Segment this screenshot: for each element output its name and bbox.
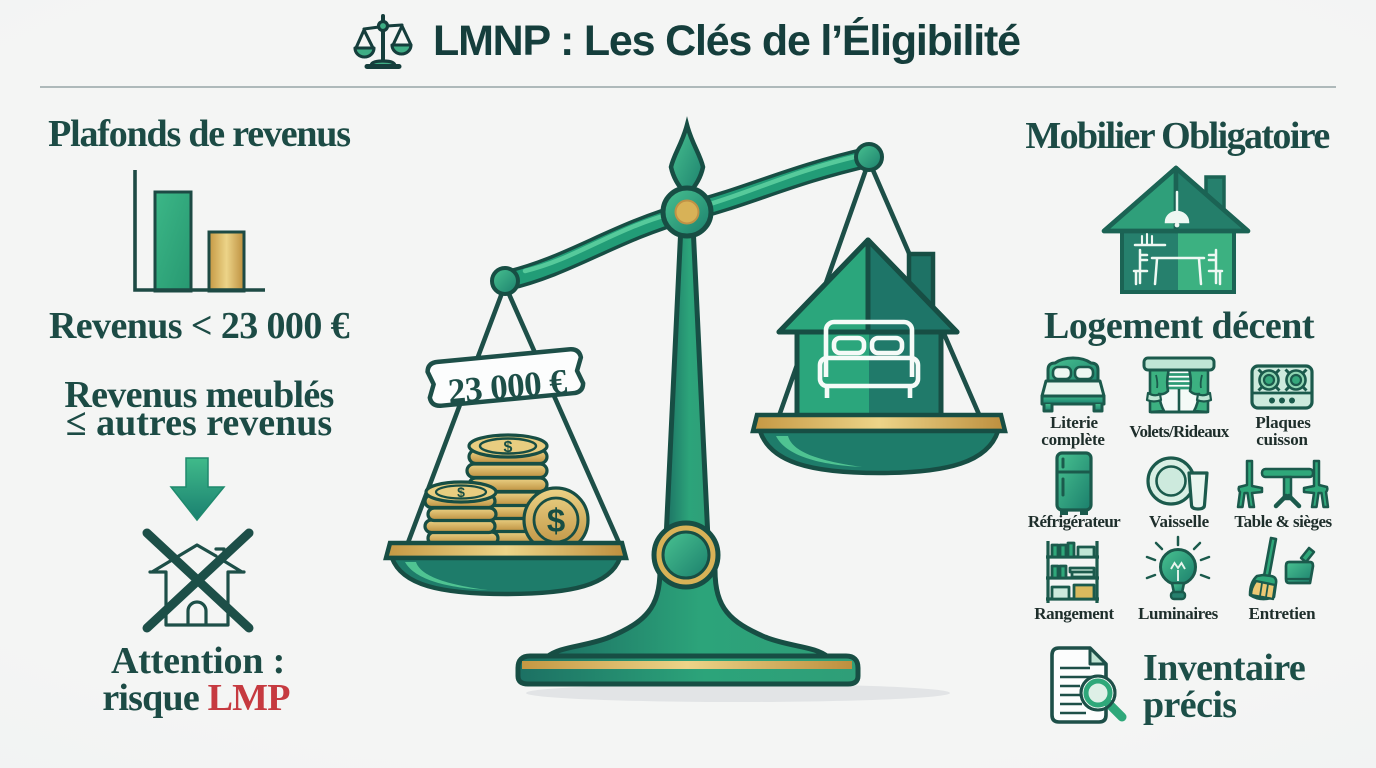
- svg-text:$: $: [547, 502, 565, 539]
- svg-text:$: $: [504, 439, 513, 456]
- svg-text:$: $: [457, 484, 465, 500]
